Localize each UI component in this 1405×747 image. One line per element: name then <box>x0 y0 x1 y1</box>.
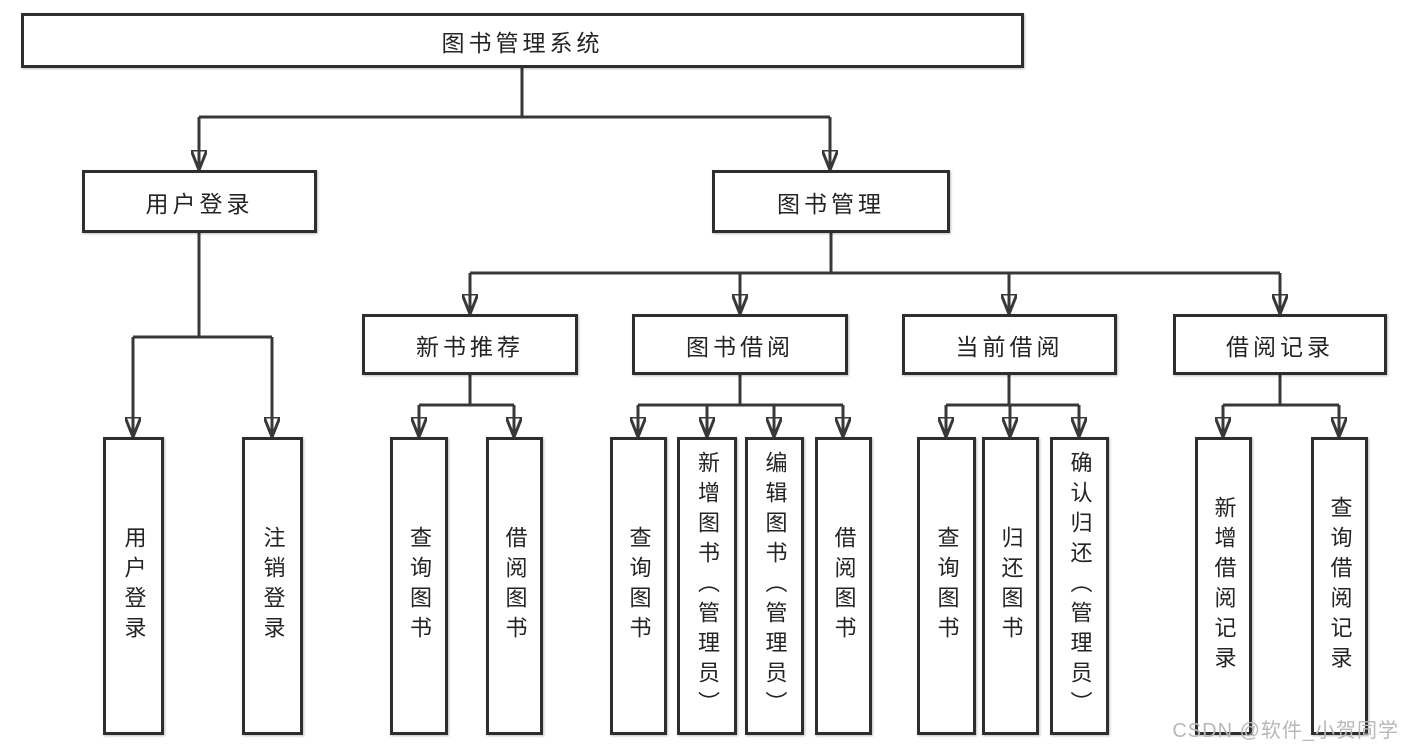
node-label: 新书推荐 <box>416 333 524 360</box>
leaf-query-books-current: 查询图书 <box>917 437 976 735</box>
node-label: 归还图书 <box>998 526 1024 646</box>
leaf-logout: 注销登录 <box>242 437 303 735</box>
leaf-add-borrow-record: 新增借阅记录 <box>1195 437 1252 735</box>
node-label: 借阅图书 <box>831 526 857 646</box>
node-label: 借阅图书 <box>502 526 528 646</box>
node-label: 查询借阅记录 <box>1327 496 1353 676</box>
csdn-watermark: CSDN @软件_小贺同学 <box>1172 720 1399 742</box>
node-label: 用户登录 <box>145 190 254 217</box>
node-label: 确认归还（管理员） <box>1067 451 1093 721</box>
leaf-borrow-books-recommend: 借阅图书 <box>486 437 543 735</box>
node-current-borrowing: 当前借阅 <box>902 314 1117 375</box>
leaf-add-book-admin: 新增图书（管理员） <box>677 437 737 735</box>
node-label: 借阅记录 <box>1226 333 1334 360</box>
node-label: 新增图书（管理员） <box>695 451 720 721</box>
leaf-edit-book-admin: 编辑图书（管理员） <box>745 437 804 735</box>
node-new-book-recommend: 新书推荐 <box>362 314 578 375</box>
leaf-return-book: 归还图书 <box>982 437 1039 735</box>
node-user-login: 用户登录 <box>82 170 317 233</box>
node-label: 图书管理系统 <box>441 29 604 56</box>
node-label: 编辑图书（管理员） <box>762 451 788 721</box>
node-label: 图书借阅 <box>686 333 794 360</box>
leaf-user-login: 用户登录 <box>103 437 164 735</box>
leaf-query-books-borrowing: 查询图书 <box>610 437 667 735</box>
node-label: 注销登录 <box>260 526 286 646</box>
node-book-management: 图书管理 <box>712 170 950 233</box>
leaf-confirm-return-admin: 确认归还（管理员） <box>1050 437 1109 735</box>
node-label: 新增借阅记录 <box>1211 496 1237 676</box>
leaf-borrow-books-borrowing: 借阅图书 <box>815 437 872 735</box>
node-borrow-records: 借阅记录 <box>1173 314 1387 375</box>
node-label: 查询图书 <box>626 526 652 646</box>
node-label: 查询图书 <box>934 526 960 646</box>
leaf-query-borrow-record: 查询借阅记录 <box>1311 437 1368 735</box>
leaf-query-books-recommend: 查询图书 <box>390 437 448 735</box>
node-label: 用户登录 <box>121 526 147 646</box>
node-label: 图书管理 <box>777 190 885 217</box>
node-label: 查询图书 <box>407 526 432 646</box>
node-book-borrowing: 图书借阅 <box>632 314 848 375</box>
node-book-management-system: 图书管理系统 <box>21 13 1024 68</box>
node-label: 当前借阅 <box>955 333 1064 360</box>
